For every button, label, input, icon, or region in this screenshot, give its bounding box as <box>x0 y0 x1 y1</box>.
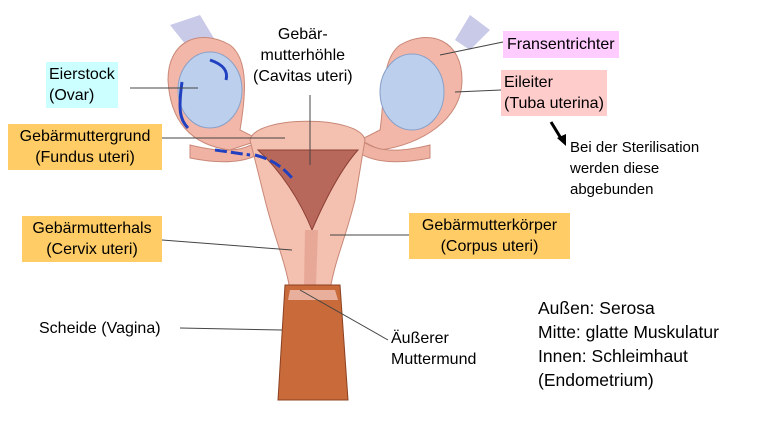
label-line: (Fundus uteri) <box>35 149 135 166</box>
label-line: Gebärmuttergrund <box>19 128 151 145</box>
external-os <box>288 290 338 300</box>
label-line: (Cavitas uteri) <box>253 68 353 85</box>
label-line: abgebunden <box>570 181 654 198</box>
label-line: (Cervix uteri) <box>46 241 138 258</box>
flow-arrow <box>209 58 229 81</box>
label-line: Gebär- <box>277 26 328 43</box>
label-line: Eierstock <box>49 66 115 83</box>
arrow-head-icon <box>557 134 566 146</box>
label-line: Mitte: glatte Muskulatur <box>538 322 719 342</box>
label-ovary: Eierstock (Ovar) <box>46 62 118 108</box>
cervical-canal <box>304 230 318 285</box>
label-fimbria: Fransentrichter <box>503 31 619 58</box>
label-line: Äußerer <box>391 330 449 347</box>
leader-lines <box>130 41 504 341</box>
label-line: (Tuba uterina) <box>504 95 604 112</box>
vagina <box>277 284 349 401</box>
label-cavity: Gebär- mutterhöhle (Cavitas uteri) <box>250 22 356 89</box>
label-fundus: Gebärmuttergrund (Fundus uteri) <box>8 124 162 170</box>
label-line: (Ovar) <box>49 87 95 104</box>
label-os: Äußerer Muttermund <box>388 326 479 372</box>
ovary-left <box>177 51 243 129</box>
label-line: mutterhöhle <box>260 47 346 64</box>
label-line: Muttermund <box>391 351 477 368</box>
label-vagina: Scheide (Vagina) <box>39 320 161 337</box>
label-sterilisation: Bei der Sterilisation werden diese abgeb… <box>567 135 702 202</box>
label-line: Innen: Schleimhaut <box>538 346 688 366</box>
flow-arrow <box>214 148 294 179</box>
label-line: Gebärmutterhals <box>32 220 152 237</box>
ovary-right <box>379 53 445 131</box>
label-line: Bei der Sterilisation <box>570 139 700 156</box>
ligament-right <box>455 15 490 50</box>
label-layers: Außen: Serosa Mitte: glatte Muskulatur I… <box>535 294 722 394</box>
label-corpus: Gebärmutterkörper (Corpus uteri) <box>409 213 570 259</box>
label-line: (Corpus uteri) <box>440 238 539 255</box>
label-line: Außen: Serosa <box>538 298 655 318</box>
label-cervix: Gebärmutterhals (Cervix uteri) <box>22 216 162 262</box>
label-line: Gebärmutterkörper <box>421 217 558 234</box>
label-line: (Endometrium) <box>538 370 654 390</box>
label-line: Eileiter <box>504 74 553 91</box>
label-line: werden diese <box>570 160 660 177</box>
label-tube: Eileiter (Tuba uterina) <box>501 70 607 116</box>
